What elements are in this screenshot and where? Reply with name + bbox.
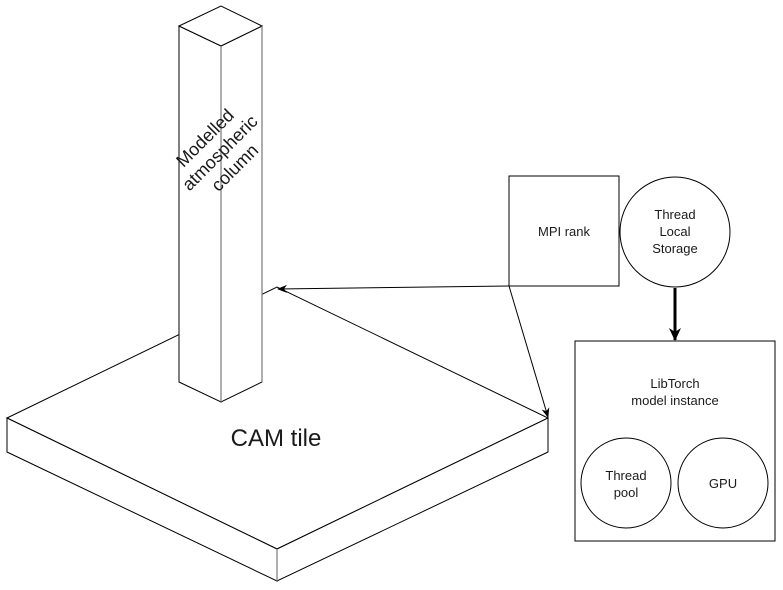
thread-pool-label-line-2: pool	[614, 485, 639, 500]
cam-tile-top-face	[5, 286, 550, 550]
mpi-rank-label: MPI rank	[538, 224, 591, 239]
thread-pool-node[interactable]: Thread pool	[580, 437, 672, 529]
atmospheric-column[interactable]: Modelled atmospheric column	[163, 5, 276, 403]
thread-local-storage-node[interactable]: Thread Local Storage	[619, 176, 731, 288]
arrow-mpi-to-tile	[508, 285, 550, 418]
libtorch-label-line-2: model instance	[631, 393, 718, 408]
libtorch-node[interactable]: LibTorch model instance Thread pool GPU	[574, 340, 776, 542]
tls-label-line-3: Storage	[652, 241, 698, 256]
arrow-mpi-to-column	[277, 284, 510, 293]
tls-label-line-2: Local	[659, 224, 690, 239]
column-left-face	[178, 25, 222, 403]
cam-tile-label: CAM tile	[231, 425, 322, 452]
column-right-face	[220, 25, 263, 403]
tls-label-line-1: Thread	[654, 207, 695, 222]
gpu-label: GPU	[709, 476, 737, 491]
thread-pool-label-line-1: Thread	[605, 468, 646, 483]
libtorch-label-line-1: LibTorch	[650, 376, 699, 391]
mpi-rank-node[interactable]: MPI rank	[508, 175, 620, 287]
cam-tile[interactable]: CAM tile	[5, 286, 550, 582]
gpu-node[interactable]: GPU	[677, 437, 769, 529]
